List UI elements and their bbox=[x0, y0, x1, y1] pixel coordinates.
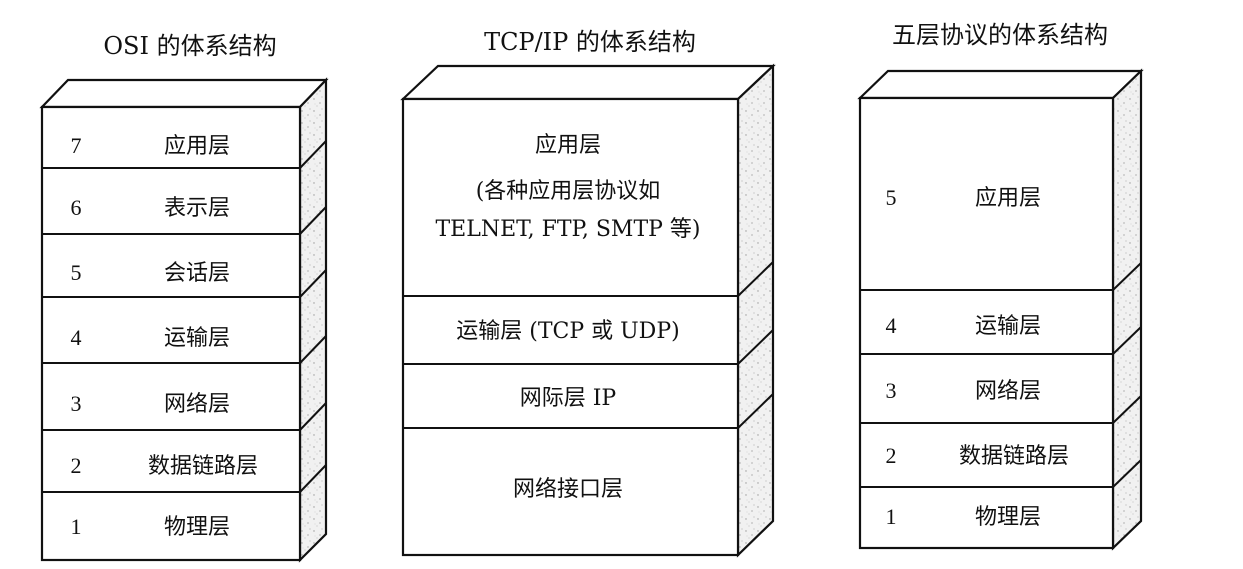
layer-label-detail: (各种应用层协议如 bbox=[476, 179, 661, 204]
stack-tcpip: TCP/IP 的体系结构 应用层 (各种应用层协议如 TELNET, FTP, … bbox=[400, 28, 776, 558]
layer-number: 6 bbox=[71, 195, 82, 220]
stack-title-osi: OSI 的体系结构 bbox=[103, 32, 276, 60]
layer-label: 物理层 bbox=[164, 515, 230, 540]
box-top-face bbox=[39, 78, 329, 109]
box-side-face bbox=[736, 63, 775, 558]
layer-divider bbox=[1112, 326, 1142, 355]
layer-number: 7 bbox=[71, 133, 82, 158]
layer-divider bbox=[1112, 459, 1142, 488]
layer-number: 3 bbox=[71, 391, 82, 416]
layer-label: 运输层 (TCP 或 UDP) bbox=[456, 319, 679, 344]
layer-divider bbox=[299, 402, 327, 431]
layer-label: 网络层 bbox=[164, 392, 230, 417]
layer-number: 5 bbox=[886, 185, 897, 210]
box-top-face bbox=[857, 69, 1144, 100]
box-front bbox=[40, 105, 302, 562]
box-top-face bbox=[400, 64, 776, 101]
layer-number: 3 bbox=[886, 378, 897, 403]
layer-label: 应用层 bbox=[164, 134, 230, 159]
layer-divider bbox=[1112, 262, 1142, 291]
layer-number: 1 bbox=[71, 514, 82, 539]
layer-label: 网络接口层 bbox=[513, 477, 623, 502]
layer-label: 数据链路层 bbox=[959, 444, 1069, 469]
layer-number: 5 bbox=[71, 260, 82, 285]
layer-divider bbox=[1112, 395, 1142, 424]
layer-divider bbox=[299, 269, 327, 298]
layer-label-detail: TELNET, FTP, SMTP 等) bbox=[436, 217, 701, 242]
stack-osi: OSI 的体系结构 7 应用层 6 表示层 5 会话层 4 运输层 3 网络层 … bbox=[39, 32, 329, 563]
layer-number: 2 bbox=[886, 443, 897, 468]
box-front bbox=[401, 97, 740, 557]
layer-label: 运输层 bbox=[164, 326, 230, 351]
layer-divider bbox=[299, 464, 327, 493]
layer-label: 应用层 bbox=[975, 186, 1041, 211]
layer-number: 1 bbox=[886, 504, 897, 529]
layer-number: 2 bbox=[71, 453, 82, 478]
layer-label: 应用层 bbox=[535, 133, 601, 158]
layer-divider bbox=[299, 335, 327, 364]
layer-label: 网络层 bbox=[975, 379, 1041, 404]
box-front bbox=[858, 96, 1115, 550]
layer-label: 物理层 bbox=[975, 505, 1041, 530]
layer-divider bbox=[737, 329, 774, 365]
layer-label: 会话层 bbox=[164, 261, 230, 286]
layer-divider bbox=[299, 140, 327, 169]
layer-label: 运输层 bbox=[975, 314, 1041, 339]
stack-title-five-layer: 五层协议的体系结构 bbox=[892, 21, 1108, 49]
layer-label: 数据链路层 bbox=[148, 454, 258, 479]
layer-divider bbox=[737, 393, 774, 429]
layer-label: 表示层 bbox=[164, 196, 230, 221]
layer-label: 网际层 IP bbox=[520, 386, 617, 411]
layer-number: 4 bbox=[71, 325, 82, 350]
layer-divider bbox=[737, 261, 774, 297]
box-side-face bbox=[1111, 68, 1143, 551]
layer-divider bbox=[299, 206, 327, 235]
stack-title-tcpip: TCP/IP 的体系结构 bbox=[484, 28, 696, 56]
layer-number: 4 bbox=[886, 313, 897, 338]
stack-five-layer: 五层协议的体系结构 5 应用层 4 运输层 3 网络层 2 数据链路层 1 物理… bbox=[857, 21, 1144, 551]
